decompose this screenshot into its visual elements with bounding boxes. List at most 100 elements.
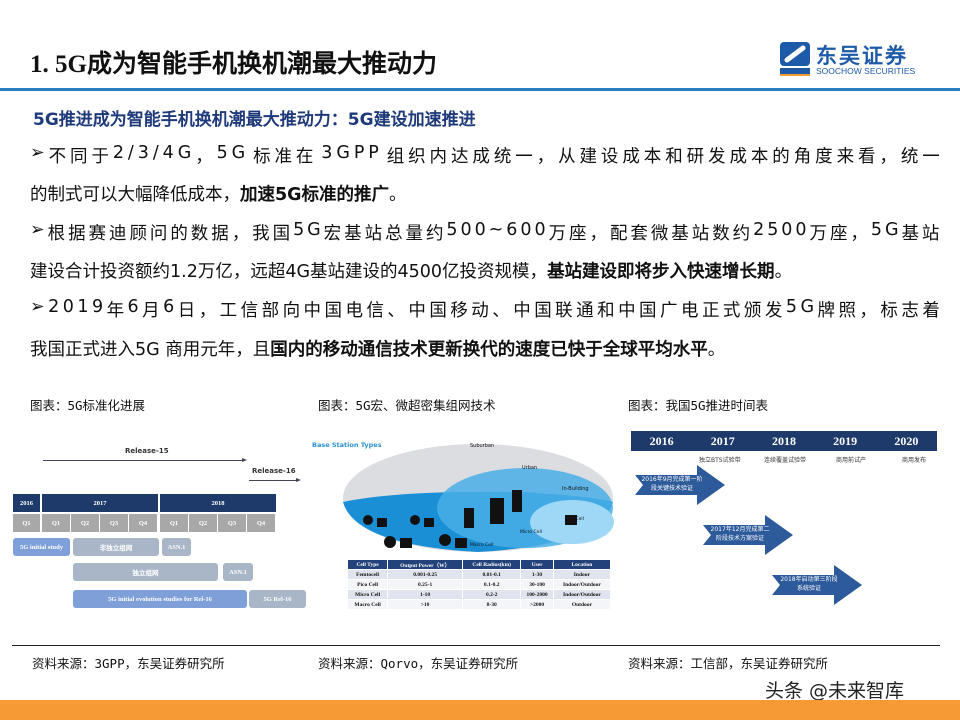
table-header: User (520, 559, 554, 570)
bullet-text: 4 (162, 143, 174, 163)
bullet-text: 成 (729, 147, 747, 167)
bullet-text: 、 (387, 301, 405, 321)
bullet-text: ， (198, 301, 217, 321)
zone-label: In-Building (562, 486, 589, 492)
bullet-text: 移 (450, 301, 468, 321)
year-cell: 2016 (13, 494, 40, 512)
scs-logo-icon (780, 42, 810, 76)
bullet-text: 0 (474, 220, 486, 240)
bullet-text: 建 (579, 147, 598, 167)
bullet-text: 国 (534, 301, 552, 321)
milestone-label: 独立BTS试验带 (699, 457, 741, 464)
bullet-text: 站 (921, 224, 940, 244)
table-cell: Indoor/Outdoor (552, 589, 612, 600)
timeline-bar: ASN.1 (223, 563, 253, 581)
bullet-text: 看 (857, 147, 876, 167)
divider (12, 645, 940, 646)
bullet-text: 6 (506, 220, 518, 240)
page-title: 1. 5G成为智能手机换机潮最大推动力 (30, 51, 437, 78)
table-cell: >2000 (520, 599, 554, 610)
bullet-text: G (307, 220, 321, 240)
bullet-text: G (177, 143, 192, 163)
bullet-text: 织 (408, 147, 426, 167)
table-cell: 0.2-2 (462, 589, 522, 600)
bullet-text: 标 (253, 147, 271, 167)
bullet-text: ， (589, 224, 607, 244)
table-cell: 0.001-0.25 (387, 569, 464, 580)
bullet-text: / (152, 143, 159, 163)
bullet-text: 2 (753, 220, 765, 240)
bullet-text: G (231, 143, 246, 163)
figure-source: 资料来源：工信部，东吴证券研究所 (628, 656, 829, 671)
figure-source: 资料来源：Qorvo，东吴证券研究所 (318, 656, 519, 671)
bullet-text: 日 (177, 301, 196, 321)
zone-label: Micro Cell (520, 530, 542, 535)
bullet-text: 向 (282, 301, 301, 321)
bullet-text: 从 (558, 147, 576, 167)
table-cell: Micro Cell (346, 589, 389, 600)
bullet-text: 3 (137, 143, 149, 163)
phase-arrow: 2017年12月完成第二阶段技术方案验证 (703, 515, 793, 555)
bullet-text: 动 (471, 301, 489, 321)
bullet-text: 约 (425, 224, 444, 244)
diagram-heading: Base Station Types (312, 441, 382, 449)
timeline-bar: 独立组网 (73, 563, 218, 581)
year-label: 2019 (833, 433, 858, 448)
bullet-text: 量 (405, 224, 423, 244)
bullet-text: 不 (48, 147, 67, 167)
bullet-text: 的 (772, 147, 790, 167)
bullet-text: 颁 (743, 301, 762, 321)
logo-en: SOOCHOW SECURITIES (816, 66, 916, 76)
bullet-text: 和 (597, 301, 615, 321)
bullet-text: 电 (680, 301, 699, 321)
bullet-text: 0 (795, 220, 807, 240)
bullet-text: 组 (386, 147, 405, 167)
bullet-text: 志 (901, 301, 919, 321)
bullet-text: 座 (829, 224, 848, 244)
quarter-cell: Q1 (160, 514, 188, 532)
phase-text: 2017年12月完成第二阶段技术方案验证 (710, 526, 770, 542)
bullet-text: 牌 (817, 301, 835, 321)
bullet-text: 建设合计投资额约1.2万亿，远超4G基站建设的4500亿投资规模， (30, 262, 548, 282)
bullet-text: 国 (272, 224, 291, 244)
zone-label: Urban (522, 465, 538, 471)
bullet-text: 部 (261, 301, 280, 321)
bullet-text: 0 (62, 297, 74, 317)
bullet-text: 1 (77, 297, 89, 317)
table-cell: 8-30 (462, 599, 522, 610)
bullet-text: 5 (216, 143, 228, 163)
table-header: Output Power（W） (387, 559, 464, 570)
bullet-text: 统 (900, 147, 919, 167)
bullet-text: 准 (274, 147, 293, 167)
release-16-arrow (249, 478, 301, 482)
bullet-text: 同 (70, 147, 88, 167)
bullet-text: 据 (211, 224, 229, 244)
bullet-text: G (336, 143, 350, 163)
zone-label: Suburban (470, 443, 495, 449)
bullet-text: ， (195, 147, 213, 167)
bullet-text: 着 (922, 301, 940, 321)
table-header: Cell Type (346, 559, 389, 570)
logo-cn: 东吴证券 (816, 44, 908, 68)
bullet-line: 建设合计投资额约1.2万亿，远超4G基站建设的4500亿投资规模，基站建设即将步… (30, 258, 940, 283)
bullet-text: 5 (293, 220, 305, 240)
bullet-text: 总 (385, 224, 403, 244)
bullet-text: P (368, 143, 379, 163)
bullet-text: 中 (303, 301, 322, 321)
milestone-label: 商用前试产 (836, 457, 867, 464)
bullet-line: 我国正式进入5G 商用元年，且国内的移动通信技术更新换代的速度已快于全球平均水平… (30, 336, 940, 361)
table-cell: Indoor (552, 569, 612, 580)
figure-caption: 图表：5G标准化进展 (30, 398, 146, 413)
bullet-text: ➢ (30, 297, 45, 317)
table-cell: Macro Cell (346, 599, 389, 610)
bullet-text: 顾 (129, 224, 147, 244)
arrow-shape-icon (772, 565, 862, 605)
bullet-text: 内 (429, 147, 448, 167)
bullet-text: 成 (622, 147, 640, 167)
bullet-text: 据 (68, 224, 86, 244)
year-label: 2017 (710, 433, 735, 448)
bullet-text: 国 (639, 301, 657, 321)
